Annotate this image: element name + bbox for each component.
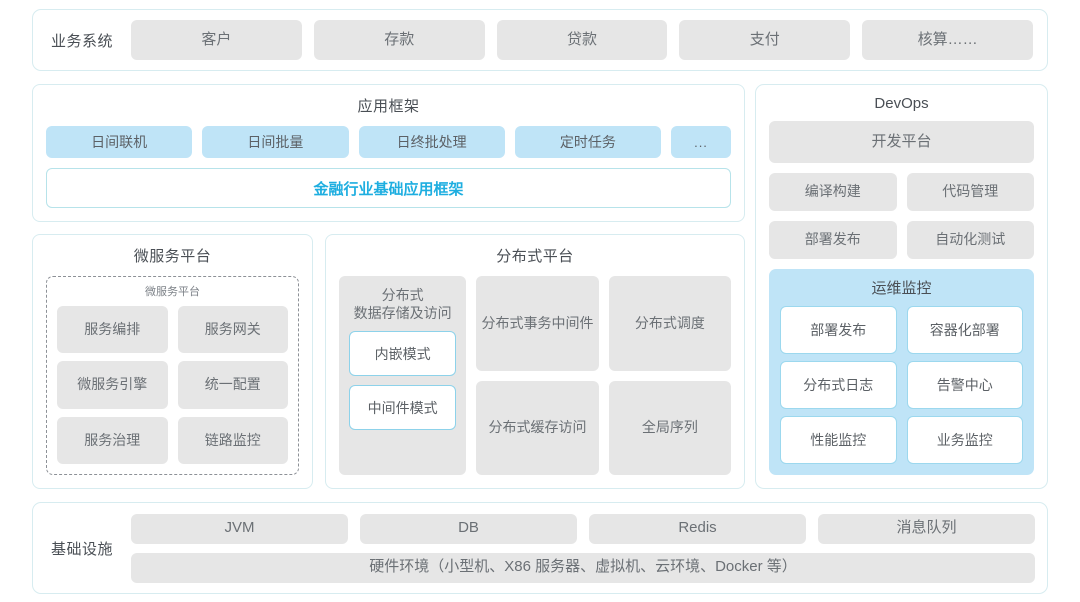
infra-item-db[interactable]: DB [360, 513, 577, 544]
ops-item-alert-center[interactable]: 告警中心 [906, 361, 1023, 409]
distributed-body: 分布式 数据存储及访问 内嵌模式 中间件模式 分布式 事务中间件 [339, 276, 731, 475]
ms-item-service-gateway[interactable]: 服务网关 [177, 306, 288, 354]
middle-section: 应用框架 日间联机 日间批量 日终批处理 定时任务 ... 金融行业基础应用框架… [32, 84, 1048, 489]
microservice-items: 服务编排 服务网关 微服务引擎 统一配置 服务治理 链路监控 [57, 306, 288, 464]
mode-middleware[interactable]: 中间件模式 [349, 385, 457, 430]
lower-platform-row: 微服务平台 微服务平台 服务编排 服务网关 微服务引擎 统一配置 服务治理 链路… [32, 234, 745, 489]
business-item-loan[interactable]: 贷款 [496, 20, 668, 60]
devops-item-compile-build[interactable]: 编译构建 [769, 173, 897, 211]
application-framework-tags: 日间联机 日间批量 日终批处理 定时任务 ... [46, 126, 731, 158]
dist-cell-cache-access[interactable]: 分布式 缓存访问 [476, 380, 599, 475]
infrastructure-stack: JVM DB Redis 消息队列 硬件环境（小型机、X86 服务器、虚拟机、云… [131, 513, 1035, 583]
devops-dev-platform[interactable]: 开发平台 [769, 121, 1034, 163]
ops-item-performance-monitor[interactable]: 性能监控 [780, 416, 897, 464]
dist-cell-scheduling[interactable]: 分布式调度 [608, 276, 731, 371]
ops-item-container-deploy[interactable]: 容器化部署 [906, 306, 1023, 354]
ops-item-deploy-release[interactable]: 部署发布 [780, 306, 897, 354]
business-item-deposit[interactable]: 存款 [313, 20, 485, 60]
infrastructure-items: JVM DB Redis 消息队列 [131, 513, 1035, 544]
distributed-storage-label-line1: 分布式 [381, 287, 424, 303]
devops-item-code-management[interactable]: 代码管理 [906, 173, 1034, 211]
distributed-storage-column: 分布式 数据存储及访问 内嵌模式 中间件模式 [339, 276, 467, 475]
infrastructure-panel: 基础设施 JVM DB Redis 消息队列 硬件环境（小型机、X86 服务器、… [32, 502, 1048, 594]
business-item-payment[interactable]: 支付 [679, 20, 851, 60]
ops-item-distributed-log[interactable]: 分布式日志 [780, 361, 897, 409]
business-item-customer[interactable]: 客户 [131, 20, 302, 60]
infrastructure-label: 基础设施 [50, 540, 113, 558]
tag-daytime-online[interactable]: 日间联机 [46, 126, 193, 158]
tag-endofday-batch[interactable]: 日终批处理 [358, 126, 505, 158]
dist-cell-0-line1: 分布式 [481, 314, 524, 331]
ms-item-unified-config[interactable]: 统一配置 [177, 361, 288, 409]
devops-item-automated-test[interactable]: 自动化测试 [906, 221, 1034, 259]
distributed-storage-box[interactable]: 分布式 数据存储及访问 内嵌模式 中间件模式 [339, 276, 467, 475]
distributed-storage-label: 分布式 数据存储及访问 [354, 287, 452, 322]
application-framework-title: 应用框架 [357, 98, 420, 115]
ms-item-microservice-engine[interactable]: 微服务引擎 [57, 361, 168, 409]
distributed-platform-card: 分布式平台 分布式 数据存储及访问 内嵌模式 中间件模式 [325, 234, 745, 489]
microservice-inner-title: 微服务平台 [145, 286, 200, 298]
devops-item-deploy-release[interactable]: 部署发布 [769, 221, 897, 259]
finance-base-framework-bar[interactable]: 金融行业基础应用框架 [46, 168, 731, 208]
business-systems-label: 业务系统 [50, 32, 113, 50]
ops-monitoring-items: 部署发布 容器化部署 分布式日志 告警中心 性能监控 业务监控 [780, 306, 1023, 464]
dist-cell-0-line2: 事务中间件 [523, 314, 594, 331]
platform-column: 应用框架 日间联机 日间批量 日终批处理 定时任务 ... 金融行业基础应用框架… [32, 84, 745, 489]
dist-cell-2-line2: 缓存访问 [530, 419, 587, 435]
microservice-inner-box: 微服务平台 服务编排 服务网关 微服务引擎 统一配置 服务治理 链路监控 [46, 276, 299, 475]
devops-panel: DevOps 开发平台 编译构建 代码管理 部署发布 自动化测试 运维监控 部署… [755, 84, 1048, 489]
ops-item-business-monitor[interactable]: 业务监控 [906, 416, 1023, 464]
microservice-platform-card: 微服务平台 微服务平台 服务编排 服务网关 微服务引擎 统一配置 服务治理 链路… [32, 234, 313, 489]
infra-item-redis[interactable]: Redis [589, 513, 806, 544]
tag-daytime-batch[interactable]: 日间批量 [202, 126, 349, 158]
devops-title: DevOps [874, 95, 929, 112]
ops-monitoring-title: 运维监控 [871, 280, 932, 297]
ms-item-service-governance[interactable]: 服务治理 [57, 416, 168, 464]
distributed-platform-title: 分布式平台 [496, 248, 574, 265]
ops-monitoring-block: 运维监控 部署发布 容器化部署 分布式日志 告警中心 性能监控 业务监控 [769, 269, 1034, 475]
devops-items: 编译构建 代码管理 部署发布 自动化测试 [769, 173, 1034, 259]
ms-item-service-orchestration[interactable]: 服务编排 [57, 306, 168, 354]
distributed-cells: 分布式 事务中间件 分布式调度 分布式 缓存访问 全局序列 [476, 276, 731, 475]
infra-item-message-queue[interactable]: 消息队列 [818, 513, 1035, 544]
tag-more[interactable]: ... [671, 126, 731, 158]
application-framework-card: 应用框架 日间联机 日间批量 日终批处理 定时任务 ... 金融行业基础应用框架 [32, 84, 745, 222]
infra-hardware-environment[interactable]: 硬件环境（小型机、X86 服务器、虚拟机、云环境、Docker 等） [131, 552, 1035, 583]
business-item-accounting[interactable]: 核算…… [862, 20, 1033, 60]
dist-cell-transaction-middleware[interactable]: 分布式 事务中间件 [476, 276, 599, 371]
distributed-storage-label-line2: 数据存储及访问 [353, 304, 452, 321]
business-systems-items: 客户 存款 贷款 支付 核算…… [131, 20, 1035, 60]
dist-cell-global-sequence[interactable]: 全局序列 [608, 380, 731, 475]
ms-item-trace-monitoring[interactable]: 链路监控 [177, 416, 288, 464]
devops-column: DevOps 开发平台 编译构建 代码管理 部署发布 自动化测试 运维监控 部署… [755, 84, 1048, 489]
microservice-platform-title: 微服务平台 [133, 248, 212, 265]
dist-cell-2-line1: 分布式 [488, 419, 531, 435]
infra-item-jvm[interactable]: JVM [131, 513, 348, 544]
business-systems-panel: 业务系统 客户 存款 贷款 支付 核算…… [32, 9, 1048, 71]
tag-scheduled-task[interactable]: 定时任务 [514, 126, 661, 158]
mode-embedded[interactable]: 内嵌模式 [349, 331, 457, 376]
